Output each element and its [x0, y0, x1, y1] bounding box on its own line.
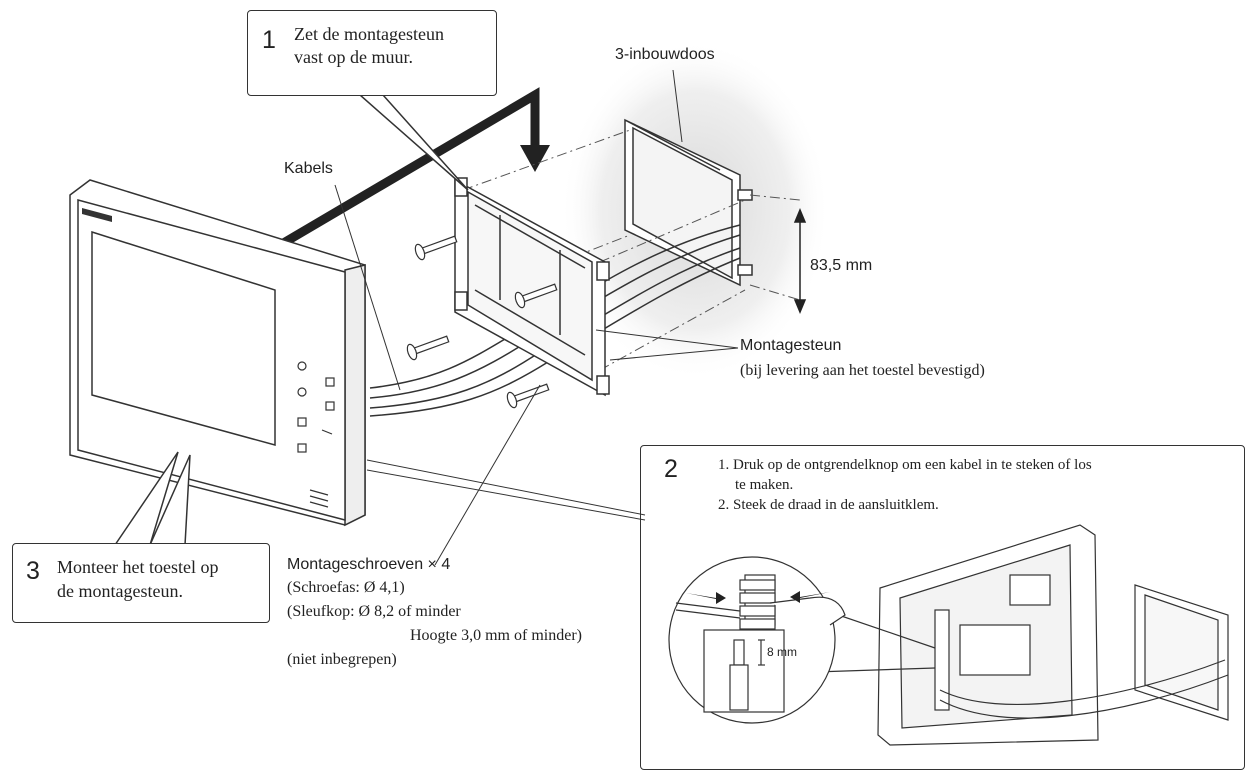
- step-3-line2: de montagesteun.: [57, 581, 183, 601]
- mounting-arrow: [255, 87, 550, 262]
- back-box: [624, 118, 753, 287]
- label-screws-excluded: (niet inbegrepen): [287, 651, 397, 668]
- step-1-line1: Zet de montagesteun: [294, 24, 444, 44]
- label-bracket-note: (bij levering aan het toestel bevestigd): [740, 362, 985, 379]
- monitor-buttons: [297, 361, 335, 508]
- label-wire-length: 8 mm: [767, 645, 797, 659]
- label-cables: Kabels: [284, 160, 333, 177]
- label-screws-shaft: (Schroefas: Ø 4,1): [287, 579, 405, 596]
- label-dimension: 83,5 mm: [810, 257, 873, 274]
- callout-step-1: [247, 10, 497, 96]
- screws: [406, 235, 558, 409]
- leader-lines: [334, 69, 739, 566]
- label-screws-title: Montageschroeven × 4: [287, 556, 451, 573]
- step-1-number: 1: [262, 26, 276, 54]
- step-2-line3: 2. Steek de draad in de aansluitklem.: [718, 497, 939, 513]
- label-back-box: 3-inbouwdoos: [615, 46, 715, 63]
- step-3-number: 3: [26, 557, 40, 585]
- step-2-line2: te maken.: [735, 477, 794, 493]
- label-bracket: Montagesteun: [740, 337, 842, 354]
- label-screws-height: Hoogte 3,0 mm of minder): [410, 627, 582, 644]
- detail-inset: [668, 524, 1229, 746]
- callout-step-2: [640, 445, 1245, 770]
- label-screws-head: (Sleufkop: Ø 8,2 of minder: [287, 603, 461, 620]
- step-2-line1: 1. Druk op de ontgrendelknop om een kabe…: [718, 457, 1092, 473]
- callout-step-3: [12, 543, 270, 623]
- step-1-line2: vast op de muur.: [294, 47, 413, 67]
- mounting-bracket: [454, 177, 610, 397]
- step-3-line1: Monteer het toestel op: [57, 557, 219, 577]
- dimension-arrow: [793, 208, 807, 314]
- step-2-number: 2: [664, 455, 678, 483]
- monitor-unit: [69, 179, 366, 527]
